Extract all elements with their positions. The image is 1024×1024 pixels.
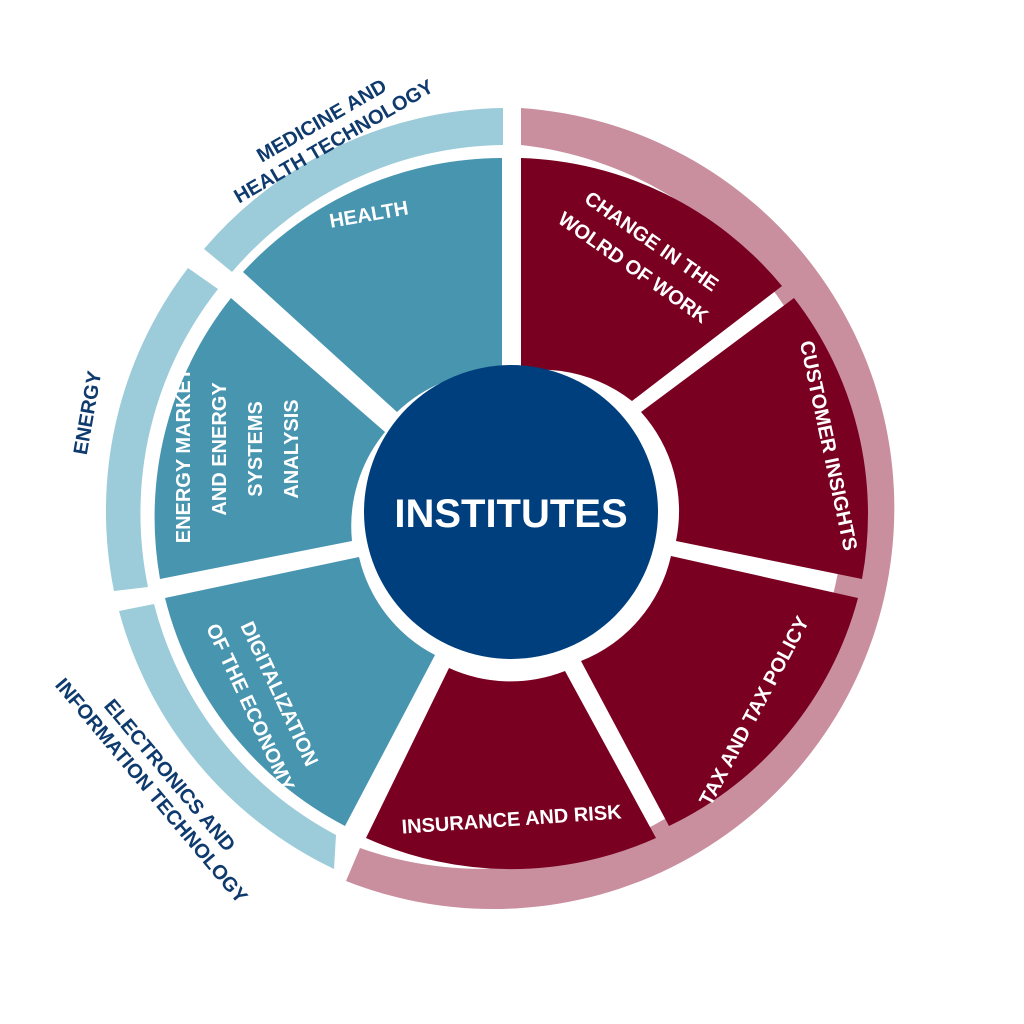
segment-health <box>243 158 502 412</box>
segment-energy-markets <box>154 298 385 579</box>
segment-label-line: ENERGY MARKETS <box>173 355 195 544</box>
segment-label-line: ANALYSIS <box>281 399 303 498</box>
center-label: INSTITUTES <box>394 492 627 536</box>
segment-label-energy-markets: ENERGY MARKETS AND ENERGY SYSTEMS ANALYS… <box>173 355 303 544</box>
outer-ring-energy <box>105 268 218 591</box>
segment-label-line: AND ENERGY <box>209 382 231 516</box>
segment-label-line: SYSTEMS <box>245 401 267 497</box>
segment-tax <box>581 556 858 826</box>
outer-label-energy: ENERGY <box>70 369 106 457</box>
segment-change-world-of-work <box>521 158 782 401</box>
outer-ring-electronics <box>119 604 336 869</box>
center-circle <box>364 365 658 659</box>
outer-ring-medicine <box>204 108 503 272</box>
segment-digitalization <box>165 557 435 826</box>
segment-customer-insights <box>641 298 868 579</box>
segment-insurance <box>366 668 656 870</box>
